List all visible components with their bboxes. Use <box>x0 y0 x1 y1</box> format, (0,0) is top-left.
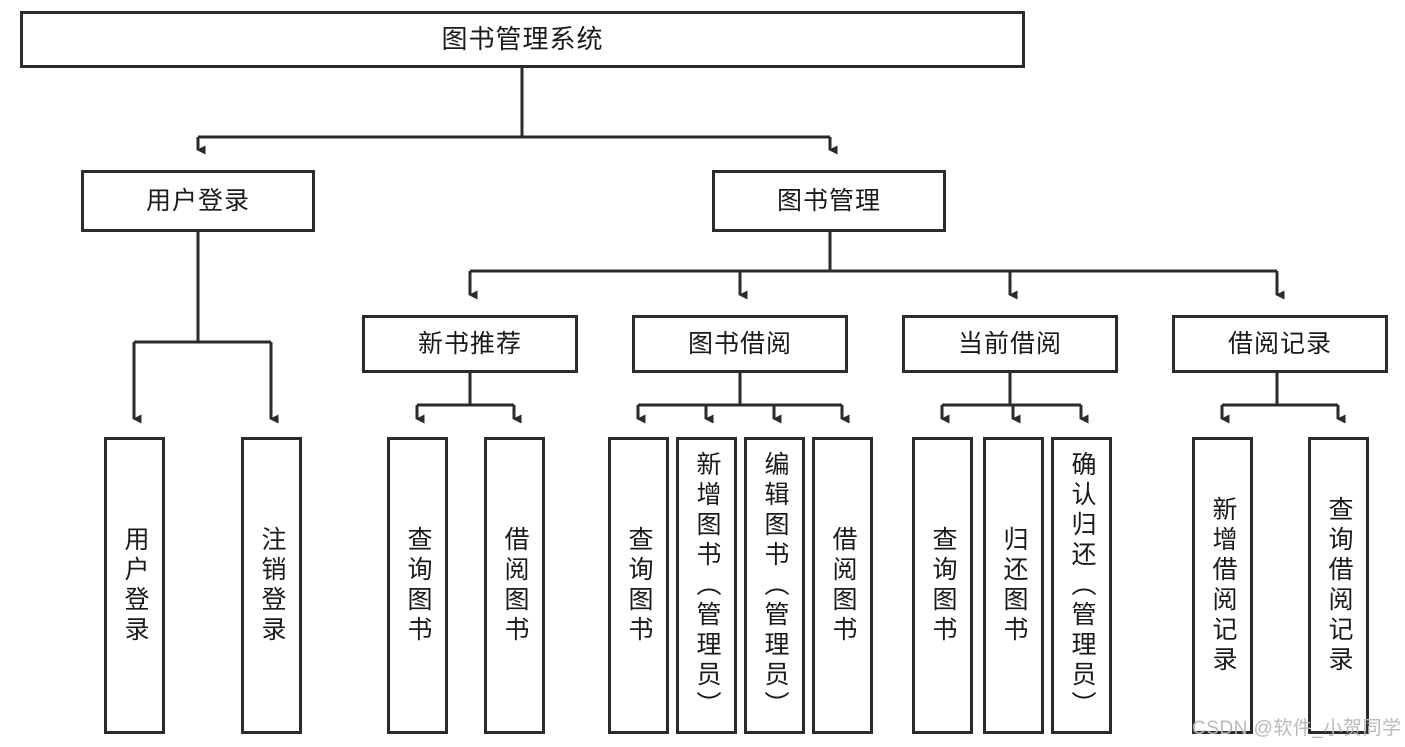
node-label: 编辑图书（管理员） <box>761 450 789 721</box>
node-label: 新增图书（管理员） <box>693 450 721 721</box>
node-label: 当前借阅 <box>957 330 1062 358</box>
leaf-confirm-return-admin[interactable]: 确认归还（管理员） <box>1051 437 1112 734</box>
node-label: 查询借阅记录 <box>1325 495 1353 676</box>
leaf-query-book-new[interactable]: 查询图书 <box>387 437 448 734</box>
node-borrow-record[interactable]: 借阅记录 <box>1172 315 1388 373</box>
leaf-query-borrow-record[interactable]: 查询借阅记录 <box>1308 437 1369 734</box>
node-label: 借阅图书 <box>829 525 857 646</box>
node-label: 借阅记录 <box>1227 330 1332 358</box>
leaf-borrow-book[interactable]: 借阅图书 <box>812 437 873 734</box>
node-new-book-recommend[interactable]: 新书推荐 <box>362 315 578 373</box>
node-book-borrow[interactable]: 图书借阅 <box>632 315 848 373</box>
node-book-management[interactable]: 图书管理 <box>712 170 946 232</box>
leaf-edit-book-admin[interactable]: 编辑图书（管理员） <box>744 437 805 734</box>
leaf-logout[interactable]: 注销登录 <box>241 437 302 734</box>
leaf-query-book-current[interactable]: 查询图书 <box>912 437 973 734</box>
leaf-borrow-book-new[interactable]: 借阅图书 <box>484 437 545 734</box>
node-label: 查询图书 <box>625 525 653 646</box>
node-label: 用户登录 <box>145 187 250 215</box>
node-current-borrow[interactable]: 当前借阅 <box>902 315 1118 373</box>
node-label: 查询图书 <box>404 525 432 646</box>
leaf-query-book-borrow[interactable]: 查询图书 <box>608 437 669 734</box>
node-label: 注销登录 <box>258 525 286 646</box>
node-label: 图书管理 <box>776 187 881 215</box>
leaf-user-login[interactable]: 用户登录 <box>104 437 165 734</box>
csdn-watermark: CSDN @软件_小贺同学 <box>1192 718 1402 739</box>
node-label: 用户登录 <box>121 525 149 646</box>
node-label: 归还图书 <box>1000 525 1028 646</box>
node-user-login[interactable]: 用户登录 <box>81 170 315 232</box>
node-label: 图书管理系统 <box>441 23 604 54</box>
leaf-add-book-admin[interactable]: 新增图书（管理员） <box>676 437 737 734</box>
node-label: 确认归还（管理员） <box>1068 450 1096 721</box>
leaf-add-borrow-record[interactable]: 新增借阅记录 <box>1192 437 1253 734</box>
node-label: 查询图书 <box>929 525 957 646</box>
node-root-system[interactable]: 图书管理系统 <box>20 11 1025 68</box>
node-label: 新书推荐 <box>417 330 522 358</box>
node-label: 图书借阅 <box>687 330 792 358</box>
node-label: 借阅图书 <box>501 525 529 646</box>
leaf-return-book[interactable]: 归还图书 <box>983 437 1044 734</box>
node-label: 新增借阅记录 <box>1209 495 1237 676</box>
